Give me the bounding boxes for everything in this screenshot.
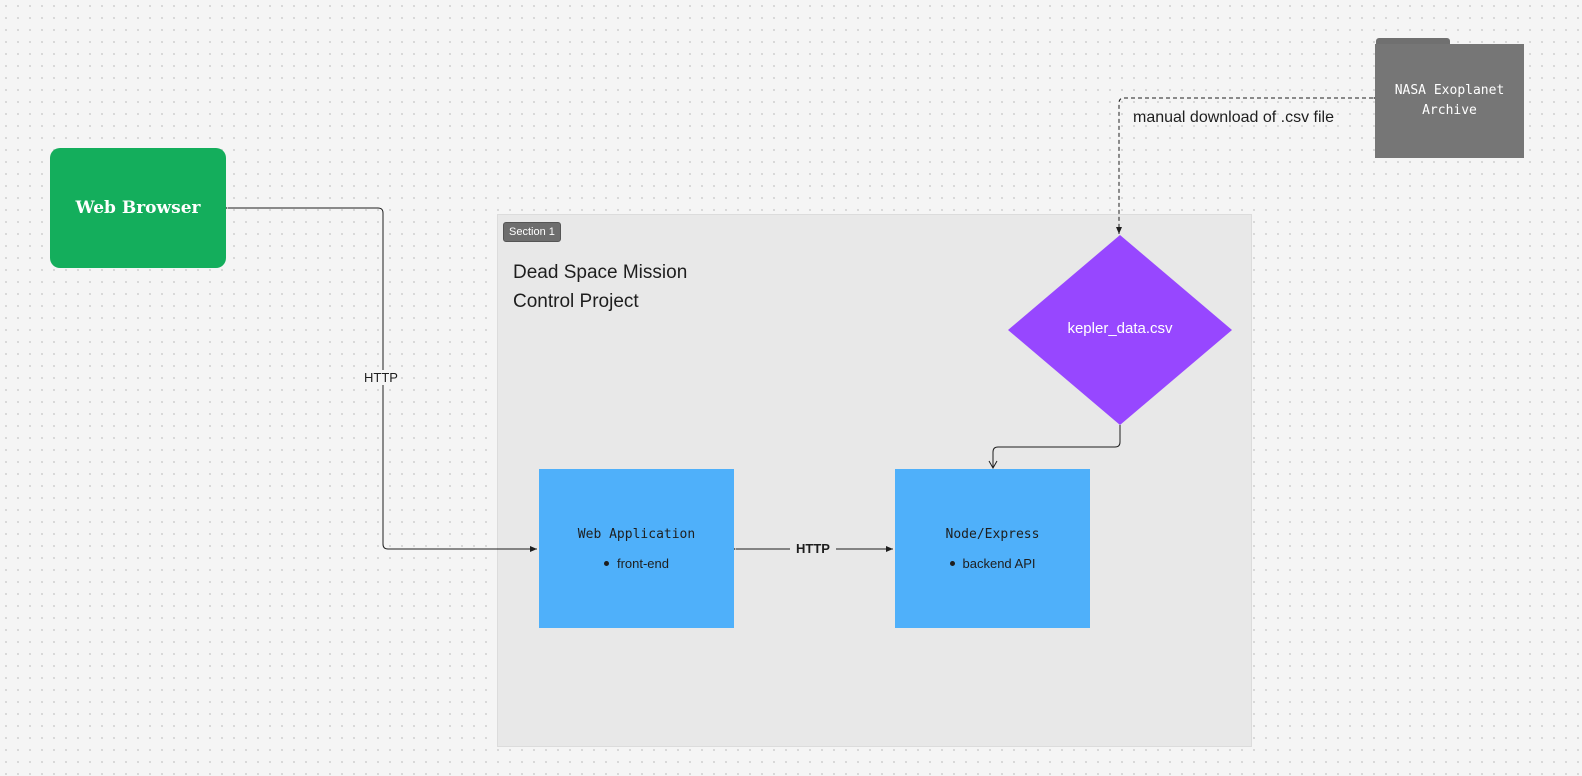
node-express-node[interactable]: Node/Express backend API xyxy=(895,469,1090,628)
bullet-icon xyxy=(949,560,955,566)
bullet-icon xyxy=(603,560,609,566)
kepler-diamond-shape[interactable] xyxy=(1008,235,1232,425)
node-express-title: Node/Express xyxy=(945,526,1040,542)
nasa-archive-label: NASA Exoplanet Archive xyxy=(1394,83,1505,118)
web-browser-label: Web Browser xyxy=(75,198,201,218)
web-application-title: Web Application xyxy=(577,526,696,542)
edge-nasa-kepler[interactable] xyxy=(1116,95,1380,234)
edge-kepler-backend[interactable] xyxy=(988,425,1121,470)
node-express-bullet-text: backend API xyxy=(962,555,1036,571)
web-application-bullet: front-end xyxy=(603,555,670,571)
node-express-bullet: backend API xyxy=(949,555,1036,571)
edge-label-http-browser: HTTP xyxy=(362,370,400,385)
edge-label-http-backend: HTTP xyxy=(790,541,836,556)
web-application-bullet-text: front-end xyxy=(616,555,670,571)
web-browser-node[interactable]: Web Browser xyxy=(50,148,226,268)
nasa-exoplanet-archive-node[interactable]: NASA Exoplanet Archive xyxy=(1375,44,1524,158)
edge-label-manual-download: manual download of .csv file xyxy=(1133,109,1334,126)
kepler-data-label: kepler_data.csv xyxy=(1067,320,1173,337)
web-application-node[interactable]: Web Application front-end xyxy=(539,469,734,628)
folder-tab-icon xyxy=(1376,38,1450,46)
